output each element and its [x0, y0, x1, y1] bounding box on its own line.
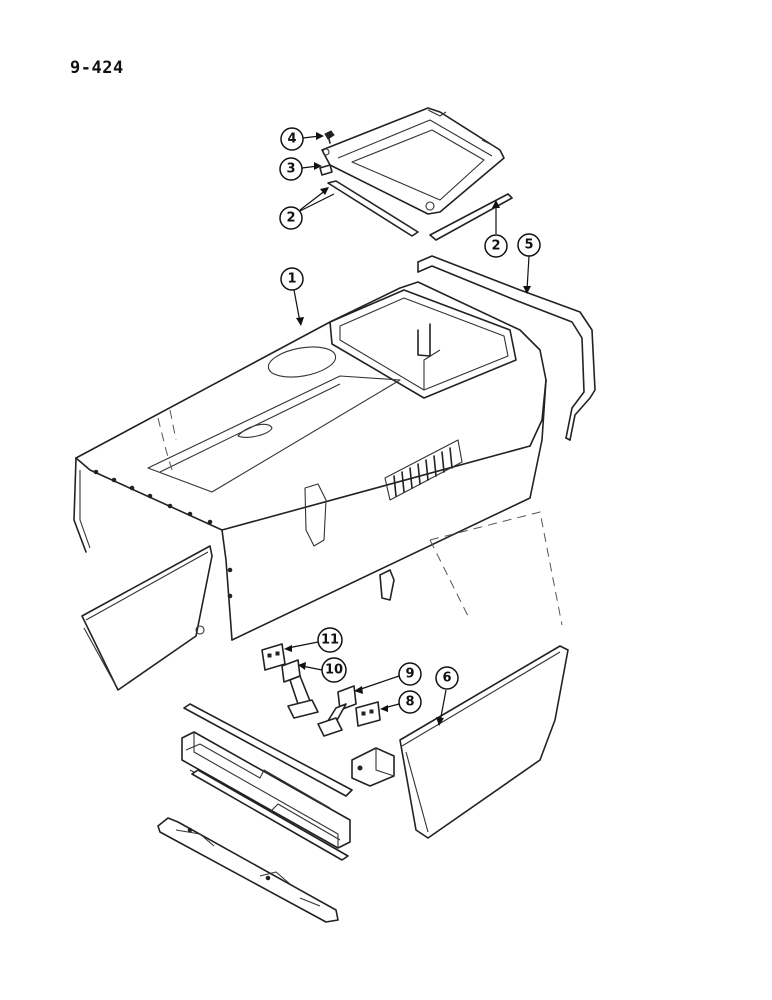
bracket-8: [355, 701, 381, 727]
svg-text:11: 11: [321, 633, 339, 648]
alignment-lines: [429, 511, 563, 626]
front-strip: [183, 703, 353, 797]
callout-6: 6: [435, 666, 459, 690]
grille-frame: [181, 731, 351, 849]
rear-seal: [417, 255, 596, 441]
bottom-strip: [191, 769, 349, 861]
callout-2-left: 2: [279, 206, 303, 230]
svg-text:2: 2: [286, 211, 295, 226]
screw: [324, 130, 335, 144]
access-panel: [321, 107, 505, 215]
callout-8: 8: [398, 690, 422, 714]
svg-text:3: 3: [286, 162, 295, 177]
svg-text:10: 10: [325, 663, 343, 678]
callout-2-right: 2: [484, 234, 508, 258]
callout-9: 9: [398, 662, 422, 686]
svg-text:2: 2: [491, 239, 500, 254]
pad: [319, 164, 333, 176]
clip: [379, 569, 395, 601]
callout-leaders: [284, 132, 531, 726]
callout-11: 11: [317, 627, 343, 653]
svg-text:6: 6: [442, 671, 451, 686]
hood-body: [73, 281, 547, 641]
callout-5: 5: [517, 233, 541, 257]
svg-text:5: 5: [524, 238, 533, 253]
louvers: [384, 439, 463, 501]
right-side-panel: [399, 645, 569, 839]
mount-bracket: [351, 747, 395, 787]
callout-4: 4: [280, 127, 304, 151]
bracket-10: [281, 659, 319, 719]
callout-1: 1: [280, 267, 304, 291]
seal-strips: [327, 180, 513, 241]
svg-text:4: 4: [287, 132, 296, 147]
lower-rail: [157, 817, 339, 923]
svg-text:9: 9: [405, 667, 414, 682]
callout-3: 3: [279, 157, 303, 181]
page-number: 9-424: [70, 58, 124, 78]
callout-10: 10: [321, 657, 347, 683]
svg-text:1: 1: [287, 272, 296, 287]
svg-text:8: 8: [405, 695, 414, 710]
bracket-9: [317, 685, 357, 737]
bracket-11: [261, 643, 286, 671]
left-side-panel: [81, 545, 213, 691]
